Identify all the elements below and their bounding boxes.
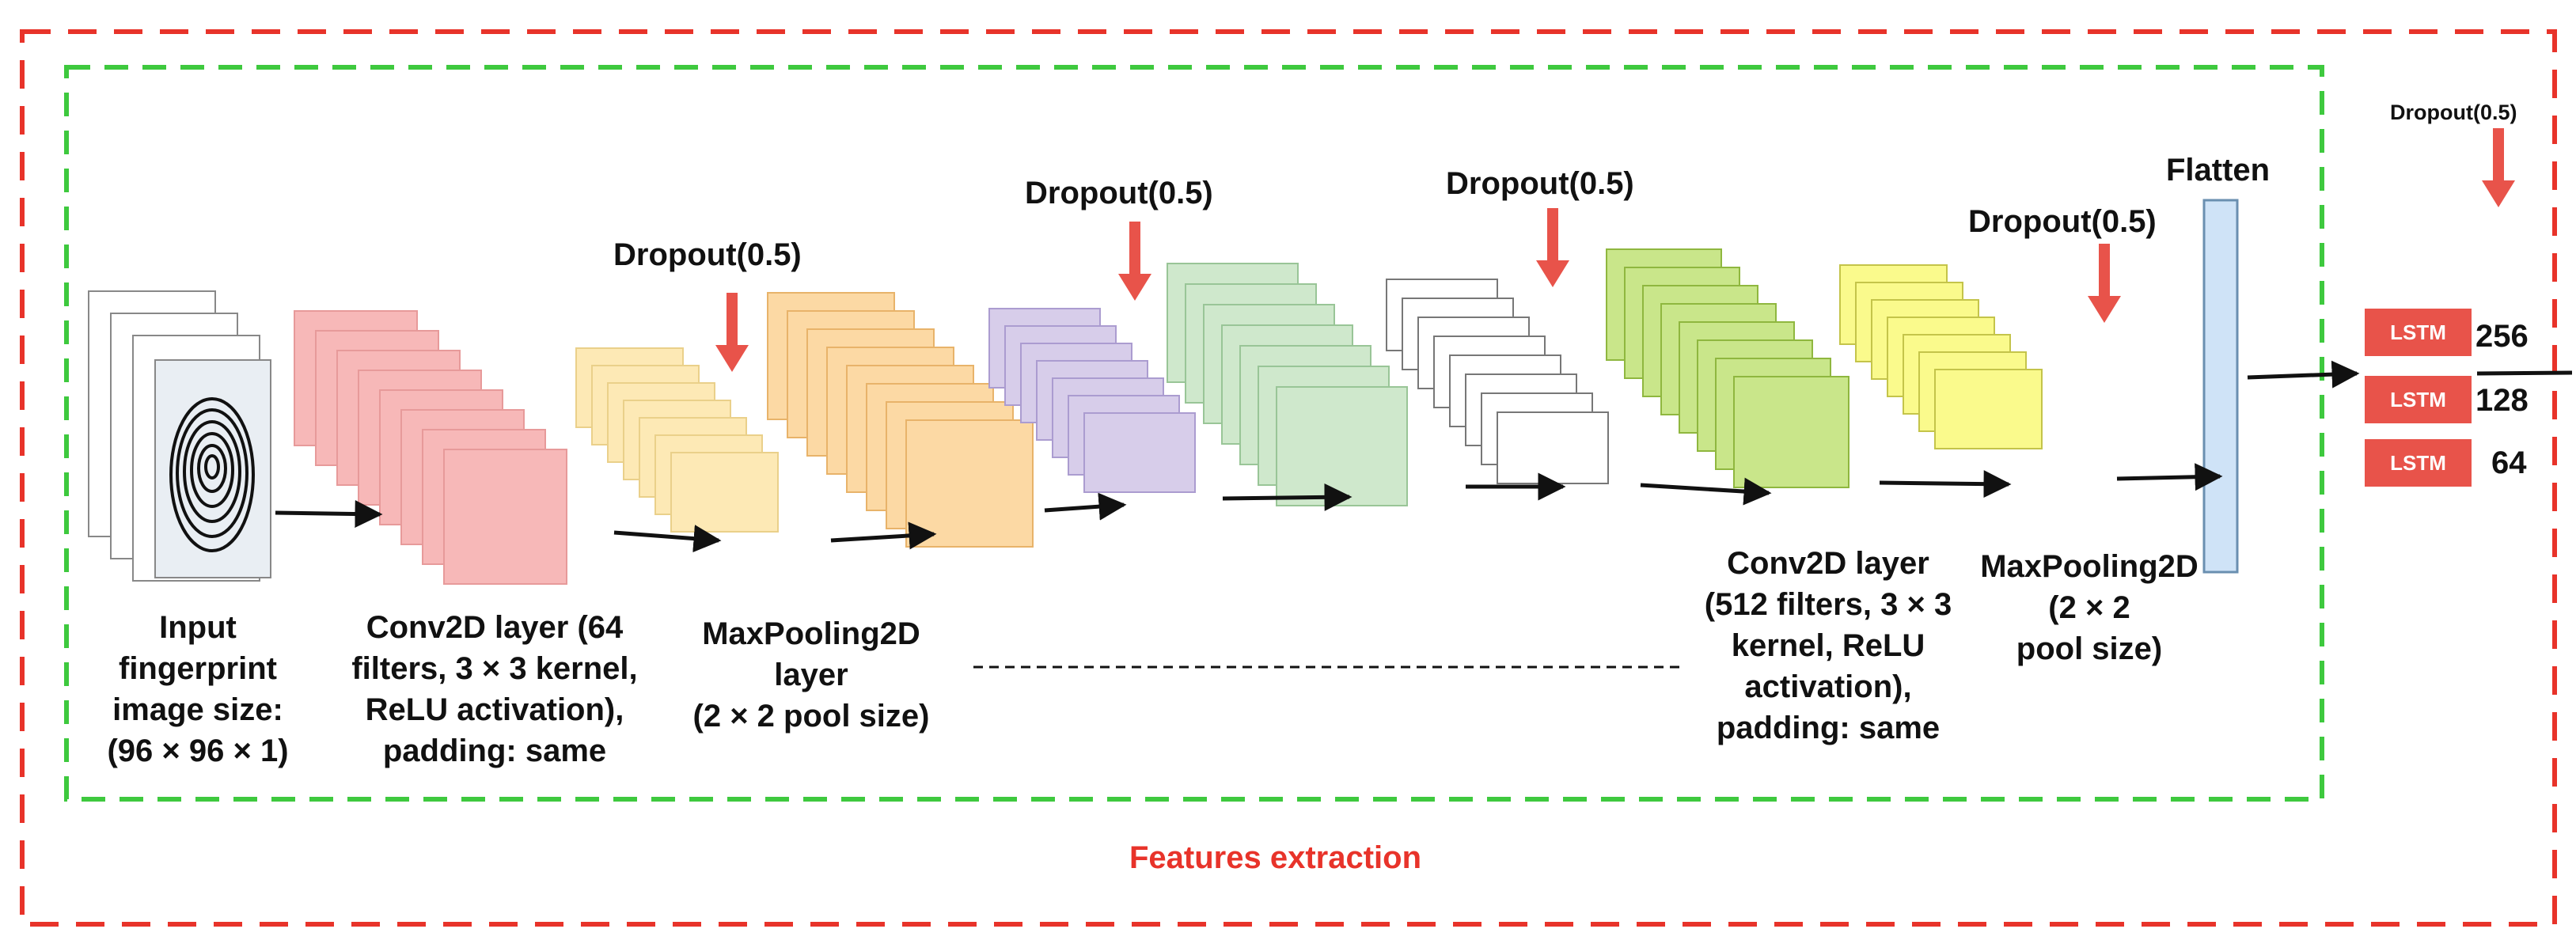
dropout-arrow-2	[1118, 222, 1151, 301]
dropout-label-3: Dropout(0.5)	[1446, 166, 1634, 201]
dropout-arrow-3	[1536, 208, 1569, 287]
cnn-block-frame	[64, 65, 2324, 802]
pool-last-label-line-1: MaxPooling2D	[1980, 549, 2199, 584]
flatten-bar	[2202, 199, 2239, 574]
conv-last-label-line-1: Conv2D layer	[1727, 546, 1929, 581]
pool1-label-line-2: layer	[774, 658, 848, 692]
lstm-box-2: LSTM	[2365, 376, 2472, 423]
dropout-arrow-4	[2088, 244, 2121, 323]
conv-last-label: Conv2D layer (512 filters, 3 × 3 kernel,…	[1670, 543, 1986, 749]
pool1-stack-small-map	[670, 452, 779, 533]
features-extraction-label: Features extraction	[1129, 840, 1422, 875]
conv-last-label-line-2: (512 filters, 3 × 3	[1704, 587, 1952, 622]
input-label-line-2: fingerprint	[119, 651, 277, 686]
layer-stacks	[88, 248, 2043, 585]
purple-stack	[988, 308, 1196, 493]
dropout-label-5: Dropout(0.5)	[2390, 100, 2517, 124]
dropout-arrow-5	[2482, 128, 2515, 207]
pool1-stack-large-map	[905, 419, 1034, 548]
dropout-arrow-1	[715, 293, 749, 372]
lstm-units-3: 64	[2491, 445, 2527, 480]
conv1-label: Conv2D layer (64 filters, 3 × 3 kernel, …	[317, 607, 673, 772]
white-stack-map	[1497, 411, 1609, 484]
pool-last-label-line-3: pool size)	[2016, 631, 2163, 666]
conv1-label-line-4: padding: same	[382, 734, 607, 768]
dropout-label-4: Dropout(0.5)	[1968, 204, 2157, 239]
pool1-stack-large	[767, 292, 1034, 548]
input-label: Input fingerprint image size: (96 × 96 ×…	[79, 607, 317, 772]
conv-last-label-line-3: kernel, ReLU	[1731, 628, 1925, 663]
lstm-units-1: 256	[2475, 319, 2529, 354]
conv1-label-line-1: Conv2D layer (64	[366, 610, 624, 645]
conv1-stack-map	[443, 449, 567, 585]
dropout-label-1: Dropout(0.5)	[613, 237, 802, 272]
input-label-line-1: Input	[159, 610, 237, 645]
pool-last-label: MaxPooling2D (2 × 2 pool size)	[1955, 546, 2224, 669]
white-stack	[1386, 279, 1609, 484]
conv-last-stack-map	[1733, 376, 1849, 488]
features-extraction-frame	[20, 29, 2557, 927]
conv1-stack	[294, 310, 567, 585]
pool-last-stack	[1839, 264, 2043, 449]
pool1-label: MaxPooling2D layer (2 × 2 pool size)	[665, 613, 958, 737]
dropout-label-2: Dropout(0.5)	[1025, 176, 1213, 210]
flatten-label: Flatten	[2166, 153, 2271, 188]
green-stack-map	[1276, 386, 1408, 506]
purple-stack-map	[1083, 412, 1196, 493]
input-label-line-3: image size:	[112, 692, 283, 727]
green-stack	[1167, 263, 1408, 506]
conv1-label-line-2: filters, 3 × 3 kernel,	[351, 651, 638, 686]
pool1-label-line-3: (2 × 2 pool size)	[692, 699, 930, 734]
lstm-box-3: LSTM	[2365, 439, 2472, 487]
flow-arrows	[275, 360, 2573, 553]
conv-last-stack	[1606, 248, 1849, 488]
input-label-line-4: (96 × 96 × 1)	[107, 734, 289, 768]
pool1-label-line-1: MaxPooling2D	[702, 616, 920, 651]
pool-last-stack-map	[1934, 369, 2043, 449]
lstm-units-2: 128	[2475, 383, 2529, 418]
conv-last-label-line-4: activation),	[1744, 669, 1912, 704]
pool-last-label-line-2: (2 × 2	[2048, 590, 2130, 625]
lstm-box-1: LSTM	[2365, 309, 2472, 356]
pool1-stack-small	[575, 347, 779, 533]
conv1-label-line-3: ReLU activation),	[365, 692, 624, 727]
conv-last-label-line-5: padding: same	[1716, 711, 1941, 745]
fingerprint-image	[154, 359, 271, 578]
dropout-arrows	[715, 128, 2515, 372]
